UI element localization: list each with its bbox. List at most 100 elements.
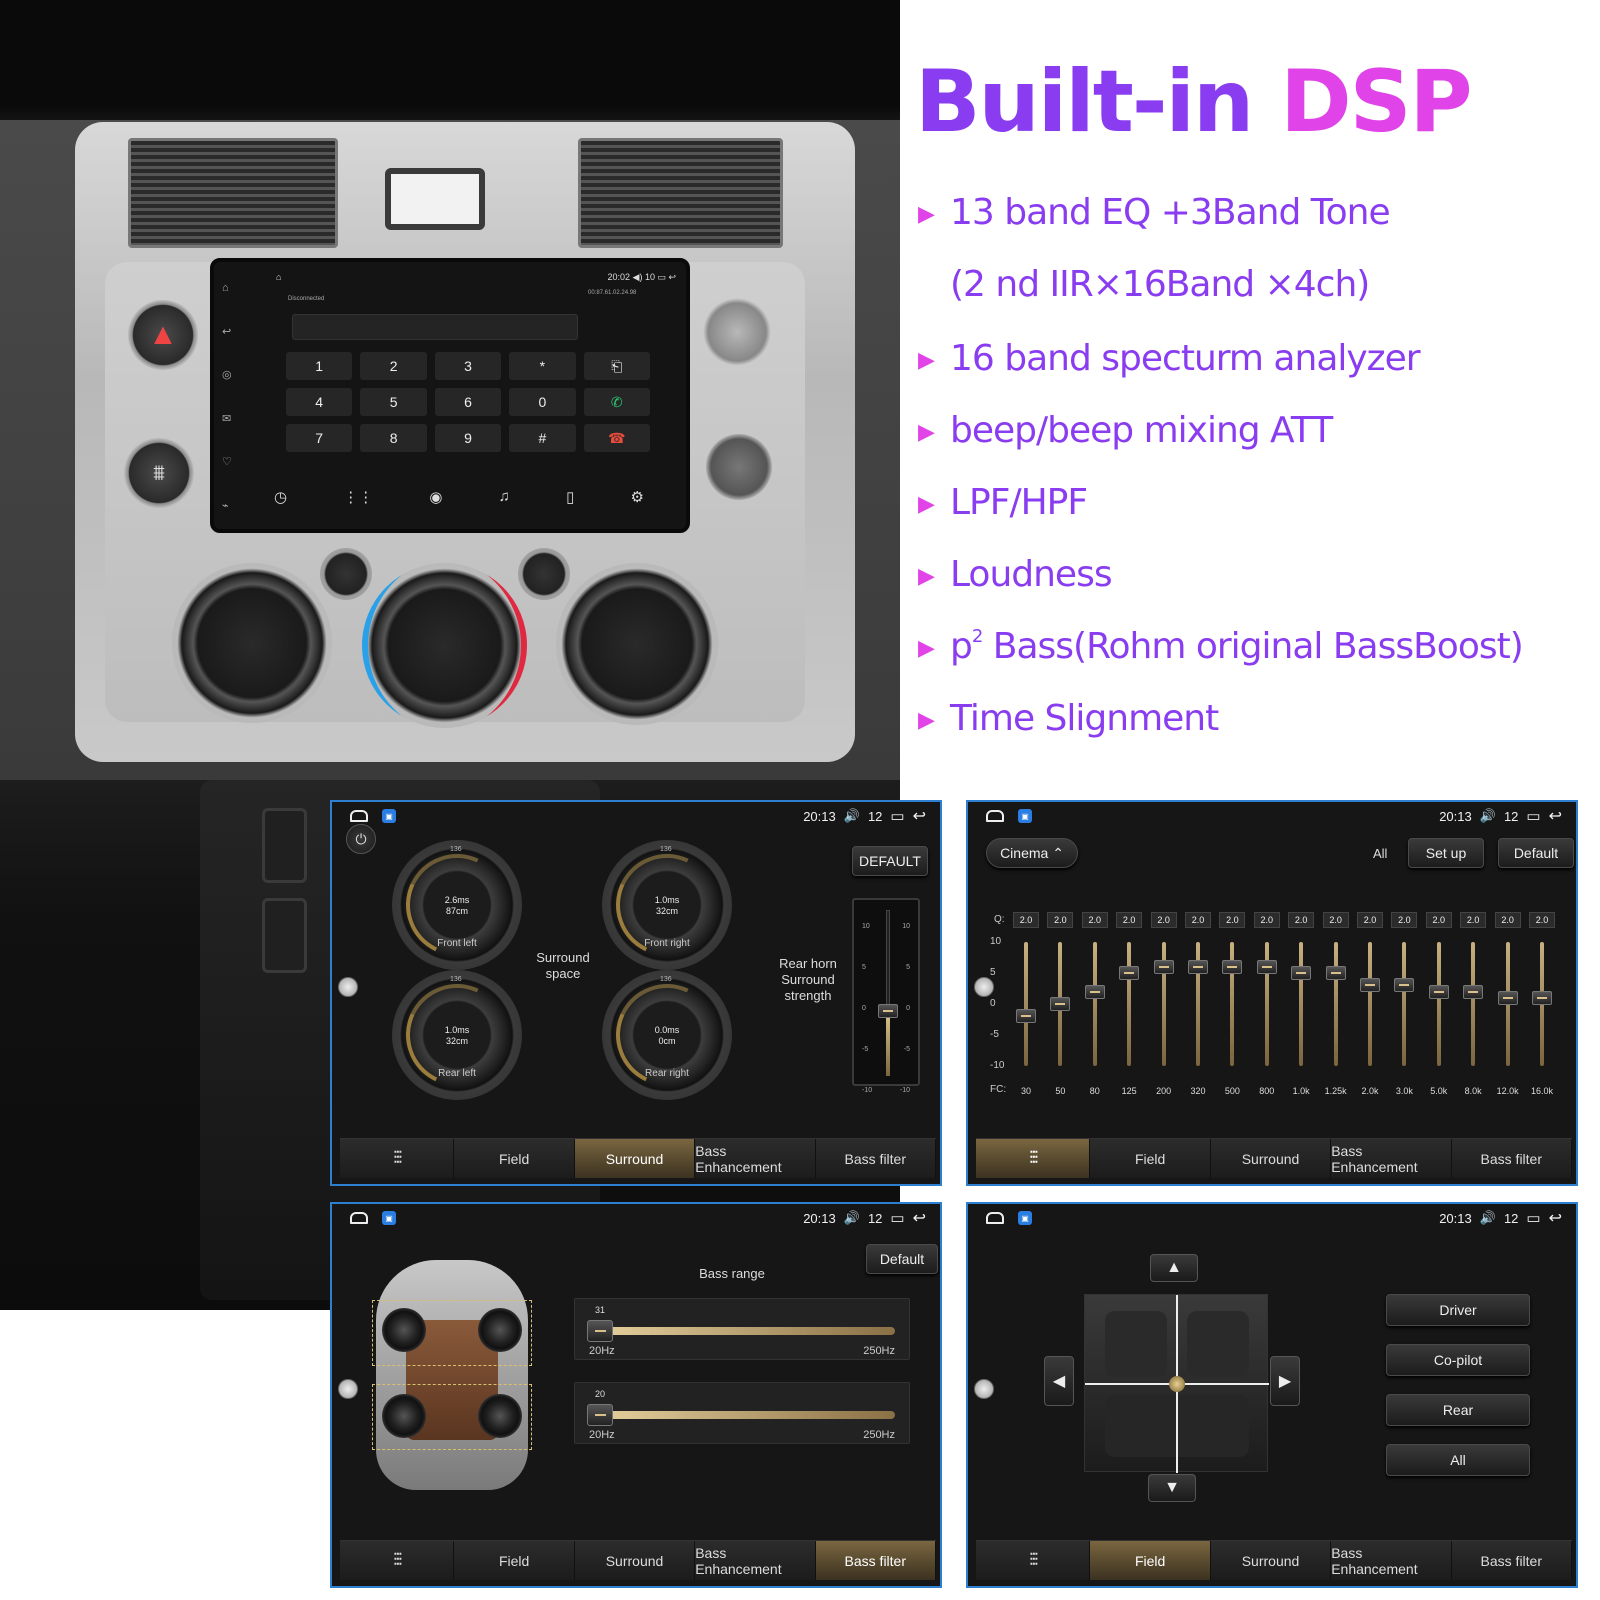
tab-field[interactable]: Field	[454, 1541, 575, 1580]
dock-icon[interactable]: ♫	[498, 488, 510, 505]
eq-q-value[interactable]: 2.0	[1150, 912, 1177, 928]
eq-band-track[interactable]	[1402, 942, 1407, 1066]
driver-button[interactable]: Driver	[1386, 1294, 1530, 1326]
app-icon[interactable]: ▣	[1018, 1211, 1032, 1225]
tab-bass-enhancement[interactable]: Bass Enhancement	[695, 1139, 816, 1178]
dock-icon[interactable]: ◷	[274, 489, 288, 506]
tab-eq[interactable]: ⫶⫶⫶	[976, 1541, 1091, 1580]
eq-q-value[interactable]: 2.0	[1357, 912, 1383, 928]
keypad-key[interactable]: 6	[434, 388, 502, 416]
tab-bass-filter[interactable]: Bass filter	[815, 1541, 936, 1580]
eq-band-track[interactable]	[1092, 942, 1097, 1066]
app-icon[interactable]: ▣	[1018, 809, 1032, 823]
eq-q-value[interactable]: 2.0	[1322, 912, 1349, 928]
eq-band-track[interactable]	[1299, 942, 1304, 1066]
tab-eq[interactable]: ⫶⫶⫶	[340, 1139, 455, 1178]
tab-eq[interactable]: ⫶⫶⫶	[340, 1541, 455, 1580]
keypad-key[interactable]: #	[509, 424, 576, 452]
eq-band-thumb[interactable]	[1463, 984, 1484, 999]
eq-band-thumb[interactable]	[1153, 959, 1174, 974]
left-arrow-icon[interactable]: ◀	[1044, 1356, 1074, 1406]
eq-band-thumb[interactable]	[1256, 959, 1277, 974]
eq-band-thumb[interactable]	[1497, 990, 1518, 1005]
keypad-key[interactable]: *	[509, 352, 576, 380]
keypad-key[interactable]: ⎗	[583, 352, 650, 380]
field-area[interactable]	[1084, 1294, 1269, 1473]
eq-band-thumb[interactable]	[1084, 984, 1105, 999]
keypad-key[interactable]: 3	[434, 352, 502, 380]
home-icon[interactable]	[350, 1212, 368, 1224]
window-icon[interactable]: ▭	[890, 808, 905, 825]
back-icon[interactable]: ↩	[1548, 1210, 1562, 1227]
down-arrow-icon[interactable]: ▼	[1148, 1474, 1196, 1502]
eq-band-thumb[interactable]	[1119, 966, 1140, 980]
side-handle[interactable]	[338, 977, 358, 997]
keypad-key[interactable]: ✆	[583, 388, 650, 416]
tab-field[interactable]: Field	[1090, 1541, 1211, 1580]
all-label[interactable]: All	[1373, 846, 1388, 861]
eq-band-track[interactable]	[1127, 942, 1132, 1066]
eq-q-value[interactable]: 2.0	[1494, 912, 1521, 928]
dock-icon[interactable]: ◉	[429, 489, 443, 506]
eq-band-track[interactable]	[1230, 942, 1235, 1066]
default-button[interactable]: Default	[1498, 838, 1574, 868]
eq-band-thumb[interactable]	[1188, 959, 1208, 974]
eq-band-thumb[interactable]	[1050, 997, 1071, 1011]
eq-q-value[interactable]: 2.0	[1529, 912, 1555, 928]
eq-band-track[interactable]	[1161, 942, 1166, 1066]
keypad-key[interactable]: ☎	[583, 424, 650, 452]
tab-bass-filter[interactable]: Bass filter	[1451, 1139, 1572, 1178]
eq-band-track[interactable]	[1471, 942, 1476, 1066]
home-icon[interactable]	[986, 810, 1004, 822]
eq-band-thumb[interactable]	[1394, 978, 1415, 993]
dock-icon[interactable]: ⋮⋮	[343, 489, 374, 506]
eq-band-thumb[interactable]	[1532, 990, 1552, 1005]
dock-icon[interactable]: ⚙	[630, 489, 644, 506]
keypad-key[interactable]: 7	[286, 424, 353, 452]
dial-input[interactable]	[292, 314, 578, 340]
side-handle[interactable]	[974, 1379, 994, 1399]
tab-surround[interactable]: Surround	[574, 1139, 696, 1178]
eq-band-track[interactable]	[1368, 942, 1372, 1066]
power-icon[interactable]: ⏻	[346, 824, 376, 854]
preset-dropdown[interactable]: Cinema ⌃	[986, 838, 1078, 868]
home-icon[interactable]	[986, 1212, 1004, 1224]
tab-field[interactable]: Field	[1090, 1139, 1211, 1178]
keypad-key[interactable]: 1	[286, 352, 353, 380]
eq-band-thumb[interactable]	[1016, 1009, 1036, 1024]
back-icon[interactable]: ↩	[1548, 808, 1562, 825]
keypad-key[interactable]: 9	[434, 424, 502, 452]
tab-bass-filter[interactable]: Bass filter	[815, 1139, 936, 1178]
keypad-key[interactable]: 0	[509, 388, 576, 416]
eq-q-value[interactable]: 2.0	[1081, 912, 1108, 928]
app-icon[interactable]: ▣	[382, 1211, 396, 1225]
eq-band-thumb[interactable]	[1325, 966, 1346, 980]
slider1-thumb[interactable]	[587, 1320, 613, 1342]
keypad-key[interactable]: 2	[360, 352, 427, 380]
tab-bass-enhancement[interactable]: Bass Enhancement	[695, 1541, 816, 1580]
eq-band-track[interactable]	[1196, 942, 1200, 1066]
tab-bass-enhancement[interactable]: Bass Enhancement	[1331, 1541, 1452, 1580]
rear-button[interactable]: Rear	[1386, 1394, 1530, 1426]
field-focus-point[interactable]	[1169, 1376, 1185, 1392]
eq-band-thumb[interactable]	[1222, 959, 1243, 974]
window-icon[interactable]: ▭	[1526, 1210, 1541, 1227]
eq-q-value[interactable]: 2.0	[1219, 912, 1246, 928]
up-arrow-icon[interactable]: ▲	[1150, 1254, 1198, 1282]
back-icon[interactable]: ↩	[912, 808, 926, 825]
tab-eq[interactable]: ⫶⫶⫶	[976, 1139, 1091, 1178]
tab-field[interactable]: Field	[454, 1139, 575, 1178]
side-handle[interactable]	[974, 977, 994, 997]
eq-q-value[interactable]: 2.0	[1013, 912, 1039, 928]
dock-icon[interactable]: ▯	[566, 489, 575, 506]
window-icon[interactable]: ▭	[890, 1210, 905, 1227]
eq-q-value[interactable]: 2.0	[1460, 912, 1487, 928]
setup-button[interactable]: Set up	[1408, 838, 1484, 868]
eq-q-value[interactable]: 2.0	[1253, 912, 1280, 928]
eq-q-value[interactable]: 2.0	[1425, 912, 1452, 928]
default-button[interactable]: Default	[866, 1244, 938, 1274]
all-button[interactable]: All	[1386, 1444, 1530, 1476]
